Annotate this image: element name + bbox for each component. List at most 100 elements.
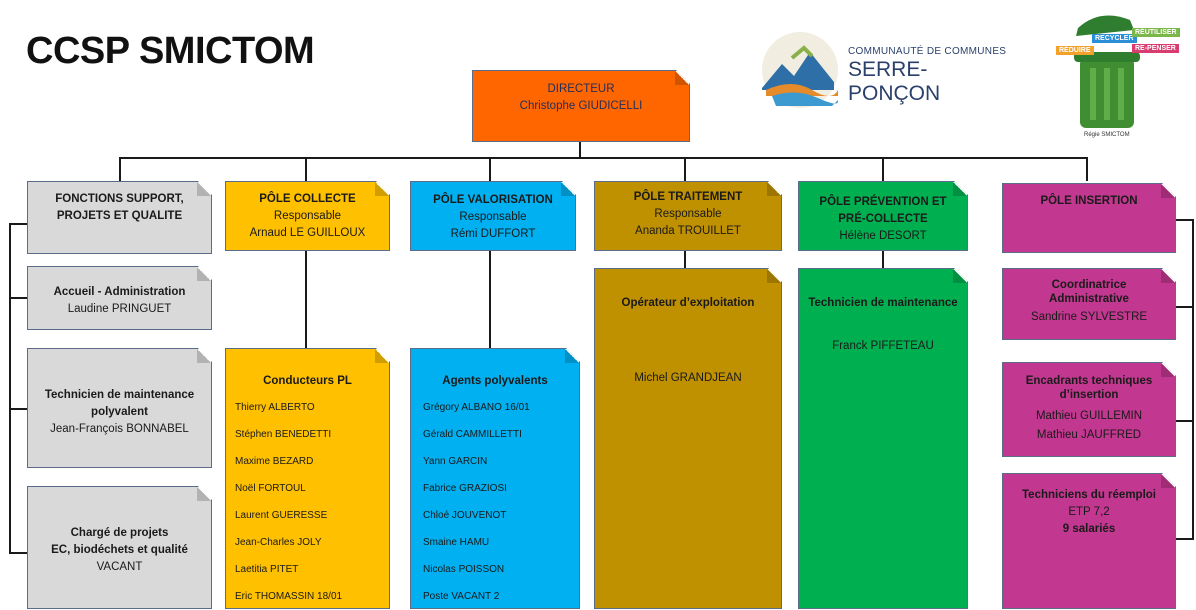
director-role: DIRECTEUR [547,83,615,95]
traitement-header-box: PÔLE TRAITEMENT Responsable Ananda TROUI… [594,181,782,251]
list-item: Nicolas POISSON [423,564,505,575]
prevention-team-box: Technicien de maintenance Franck PIFFETE… [798,268,968,609]
smictom-tag-2: RÉUTILISER [1132,28,1180,37]
bracket-insertion-top [1176,219,1194,221]
technicien-role-line1: Technicien de maintenance [44,389,195,401]
connector-collecte-team [305,251,307,348]
connector-horizontal [119,157,1086,159]
list-item: Jean-Charles JOLY [235,537,322,548]
prevention-member: Franck PIFFETEAU [832,340,934,352]
director-name: Christophe GIUDICELLI [519,100,643,112]
encadrants-name: Mathieu JAUFFRED [1036,429,1142,441]
reemploi-box: Techniciens du réemploi ETP 7,2 9 salari… [1002,473,1176,609]
support-header-line2: PROJETS ET QUALITE [56,210,183,222]
connector-prevention-team [882,251,884,268]
connector-collecte [305,157,307,181]
bracket-support-technicien [9,408,27,410]
list-item: Noël FORTOUL [235,483,306,494]
valorisation-members: Grégory ALBANO 16/01 Gérald CAMMILLETTI … [423,394,579,610]
smictom-caption: Régie SMICTOM [1084,132,1130,138]
collecte-members: Thierry ALBERTO Stéphen BENEDETTI Maxime… [235,394,389,610]
list-item: Maxime BEZARD [235,456,314,467]
accueil-name: Laudine PRINGUET [67,303,172,315]
list-item: Laurent GUERESSE [235,510,328,521]
list-item: Yann GARCIN [423,456,488,467]
valorisation-resp-label: Responsable [459,211,527,223]
connector-support [119,157,121,181]
list-item: Fabrice GRAZIOSI [423,483,507,494]
ccsp-logo-line1: COMMUNAUTÉ DE COMMUNES [848,46,1007,57]
valorisation-team-box: Agents polyvalents Grégory ALBANO 16/01 … [410,348,580,609]
reemploi-etp: ETP 7,2 [1068,506,1110,518]
ccsp-logo: COMMUNAUTÉ DE COMMUNES SERRE-PONÇON [752,30,1012,110]
collecte-team-title: Conducteurs PL [263,375,352,387]
valorisation-header-box: PÔLE VALORISATION Responsable Rémi DUFFO… [410,181,576,251]
charge-box: Chargé de projets EC, biodéchets et qual… [27,486,212,609]
bracket-insertion-coord [1176,306,1194,308]
encadrants-box: Encadrants techniques d’insertion Mathie… [1002,362,1176,457]
collecte-header-box: PÔLE COLLECTE Responsable Arnaud LE GUIL… [225,181,390,251]
smictom-logo: RECYCLER RÉUTILISER RÉDUIRE RE-PENSER Ré… [1050,6,1185,146]
connector-valorisation [489,157,491,181]
valorisation-header: PÔLE VALORISATION [433,194,553,206]
prevention-header-line2: PRÉ-COLLECTE [838,213,928,225]
support-header-line1: FONCTIONS SUPPORT, [55,193,184,205]
technicien-role-line2: polyvalent [91,406,148,418]
bracket-support-top [9,223,27,225]
insertion-header-box: PÔLE INSERTION [1002,183,1176,253]
technicien-name: Jean-François BONNABEL [50,423,189,435]
encadrants-name: Mathieu GUILLEMIN [1035,410,1143,422]
traitement-header: PÔLE TRAITEMENT [633,191,743,203]
support-header-box: FONCTIONS SUPPORT, PROJETS ET QUALITE [27,181,212,254]
bracket-support-accueil [9,297,27,299]
technicien-box: Technicien de maintenance polyvalent Jea… [27,348,212,468]
collecte-header: PÔLE COLLECTE [259,193,356,205]
valorisation-team-title: Agents polyvalents [442,375,548,387]
charge-role-line2: EC, biodéchets et qualité [51,544,188,556]
bracket-support-charge [9,552,27,554]
smictom-tag-1: RECYCLER [1092,34,1137,43]
traitement-team-title: Opérateur d’exploitation [621,297,755,309]
prevention-resp-name: Hélène DESORT [839,230,927,242]
prevention-header-line1: PÔLE PRÉVENTION ET [819,196,947,208]
accueil-role: Accueil - Administration [53,286,186,298]
list-item: Stéphen BENEDETTI [235,429,332,440]
connector-director [579,142,581,159]
bracket-insertion-vertical [1192,219,1194,540]
coord-role-line1: Coordinatrice [1051,279,1127,291]
bracket-insertion-reemploi [1176,538,1194,540]
encadrants-role-line1: Encadrants techniques [1025,375,1153,387]
collecte-resp-name: Arnaud LE GUILLOUX [249,227,366,239]
list-item: Gérald CAMMILLETTI [423,429,522,440]
traitement-resp-label: Responsable [654,208,722,220]
connector-insertion [1086,157,1088,181]
accueil-box: Accueil - Administration Laudine PRINGUE… [27,266,212,330]
charge-role-line1: Chargé de projets [70,527,169,539]
list-item: Poste VACANT 2 [423,591,500,602]
director-box: DIRECTEUR Christophe GIUDICELLI [472,70,690,142]
smictom-tag-4: RE-PENSER [1132,44,1179,53]
coord-box: Coordinatrice Administrative Sandrine SY… [1002,268,1176,340]
connector-prevention [882,157,884,181]
reemploi-salaries: 9 salariés [1062,523,1116,535]
connector-valorisation-team [489,251,491,348]
list-item: Thierry ALBERTO [235,402,315,413]
smictom-tag-3: RÉDUIRE [1056,46,1094,55]
encadrants-role-line2: d’insertion [1059,389,1119,401]
list-item: Smaine HAMU [423,537,490,548]
list-item: Chloé JOUVENOT [423,510,507,521]
traitement-member: Michel GRANDJEAN [634,372,742,384]
connector-traitement [684,157,686,181]
charge-name: VACANT [96,561,143,573]
list-item: Grégory ALBANO 16/01 [423,402,530,413]
coord-role-line2: Administrative [1049,293,1129,305]
list-item: Eric THOMASSIN 18/01 [235,591,343,602]
collecte-team-box: Conducteurs PL Thierry ALBERTO Stéphen B… [225,348,390,609]
reemploi-role: Techniciens du réemploi [1022,489,1156,501]
connector-traitement-team [684,251,686,268]
coord-name: Sandrine SYLVESTRE [1030,311,1148,323]
ccsp-logo-line2: SERRE-PONÇON [848,58,941,105]
prevention-team-title: Technicien de maintenance [808,297,958,309]
bracket-insertion-encadrants [1176,420,1194,422]
bracket-support-vertical [9,223,11,554]
